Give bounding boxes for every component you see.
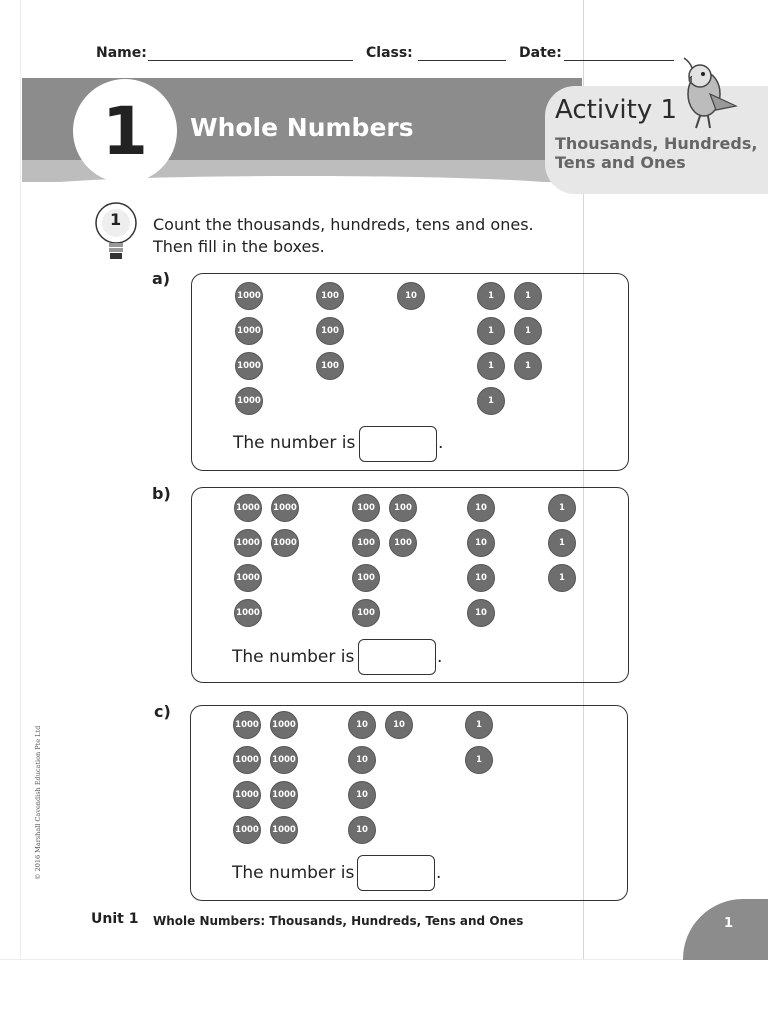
coin-1000: 1000 xyxy=(233,746,261,774)
name-field[interactable] xyxy=(148,60,353,61)
fold-line xyxy=(583,0,584,960)
coin-1: 1 xyxy=(514,317,542,345)
coin-10: 10 xyxy=(467,599,495,627)
part-c-box xyxy=(190,705,628,901)
coin-1: 1 xyxy=(477,317,505,345)
coin-1000: 1000 xyxy=(234,564,262,592)
coin-10: 10 xyxy=(385,711,413,739)
page-bottom-edge xyxy=(0,959,768,960)
coin-100: 100 xyxy=(316,317,344,345)
part-b-answer-box[interactable] xyxy=(358,639,436,675)
coin-10: 10 xyxy=(467,564,495,592)
date-field[interactable] xyxy=(564,60,674,61)
class-field[interactable] xyxy=(418,60,506,61)
coin-10: 10 xyxy=(397,282,425,310)
coin-1000: 1000 xyxy=(271,529,299,557)
coin-1: 1 xyxy=(465,711,493,739)
coin-1000: 1000 xyxy=(270,746,298,774)
coin-1: 1 xyxy=(514,352,542,380)
part-c-label: c) xyxy=(154,702,171,721)
coin-1000: 1000 xyxy=(271,494,299,522)
coin-1000: 1000 xyxy=(234,599,262,627)
question-text: Count the thousands, hundreds, tens and … xyxy=(153,214,534,258)
coin-100: 100 xyxy=(316,282,344,310)
class-label: Class: xyxy=(366,45,413,61)
coin-100: 100 xyxy=(352,494,380,522)
coin-1: 1 xyxy=(477,387,505,415)
part-a-number-label: The number is xyxy=(233,433,356,453)
coin-1000: 1000 xyxy=(235,387,263,415)
scan-edge xyxy=(20,0,21,960)
coin-10: 10 xyxy=(467,529,495,557)
coin-10: 10 xyxy=(348,781,376,809)
coin-1: 1 xyxy=(548,494,576,522)
name-label: Name: xyxy=(96,45,147,61)
coin-1000: 1000 xyxy=(234,529,262,557)
coin-1: 1 xyxy=(514,282,542,310)
unit-number: 1 xyxy=(73,79,177,183)
lightbulb-icon xyxy=(95,202,137,259)
part-a-period: . xyxy=(438,433,444,453)
part-c-period: . xyxy=(436,863,442,883)
coin-100: 100 xyxy=(389,529,417,557)
coin-1: 1 xyxy=(477,352,505,380)
coin-1000: 1000 xyxy=(235,282,263,310)
coin-1: 1 xyxy=(548,564,576,592)
coin-1000: 1000 xyxy=(235,317,263,345)
coin-10: 10 xyxy=(348,746,376,774)
coin-1000: 1000 xyxy=(233,816,261,844)
part-b-period: . xyxy=(437,647,443,667)
coin-1: 1 xyxy=(548,529,576,557)
copyright-notice: © 2016 Marshall Cavendish Education Pte … xyxy=(34,725,42,880)
coin-10: 10 xyxy=(467,494,495,522)
part-b-label: b) xyxy=(152,484,171,503)
question-line-2: Then fill in the boxes. xyxy=(153,237,325,256)
part-c-answer-box[interactable] xyxy=(357,855,435,891)
activity-subtitle: Thousands, Hundreds, Tens and Ones xyxy=(555,134,758,172)
part-b-box xyxy=(191,487,629,683)
unit-title: Whole Numbers xyxy=(190,113,414,142)
coin-100: 100 xyxy=(352,529,380,557)
part-a-answer-box[interactable] xyxy=(359,426,437,462)
coin-10: 10 xyxy=(348,816,376,844)
coin-100: 100 xyxy=(352,564,380,592)
footer-description: Whole Numbers: Thousands, Hundreds, Tens… xyxy=(153,914,524,928)
part-c-number-label: The number is xyxy=(232,863,355,883)
coin-1000: 1000 xyxy=(235,352,263,380)
coin-1: 1 xyxy=(477,282,505,310)
coin-100: 100 xyxy=(316,352,344,380)
activity-title: Activity 1 xyxy=(555,95,678,125)
part-a-label: a) xyxy=(152,269,171,288)
coin-1000: 1000 xyxy=(233,781,261,809)
page-number: 1 xyxy=(724,916,734,931)
part-a-box xyxy=(191,273,629,471)
coin-1000: 1000 xyxy=(233,711,261,739)
coin-1000: 1000 xyxy=(270,711,298,739)
coin-1000: 1000 xyxy=(270,781,298,809)
coin-10: 10 xyxy=(348,711,376,739)
parrot-icon xyxy=(683,57,738,129)
banner-wave-cut xyxy=(22,176,582,188)
date-label: Date: xyxy=(519,45,562,61)
coin-1000: 1000 xyxy=(234,494,262,522)
coin-1: 1 xyxy=(465,746,493,774)
question-line-1: Count the thousands, hundreds, tens and … xyxy=(153,215,534,234)
coin-100: 100 xyxy=(352,599,380,627)
question-number: 1 xyxy=(110,210,122,229)
coin-100: 100 xyxy=(389,494,417,522)
footer-unit-label: Unit 1 xyxy=(91,911,139,927)
coin-1000: 1000 xyxy=(270,816,298,844)
part-b-number-label: The number is xyxy=(232,647,355,667)
